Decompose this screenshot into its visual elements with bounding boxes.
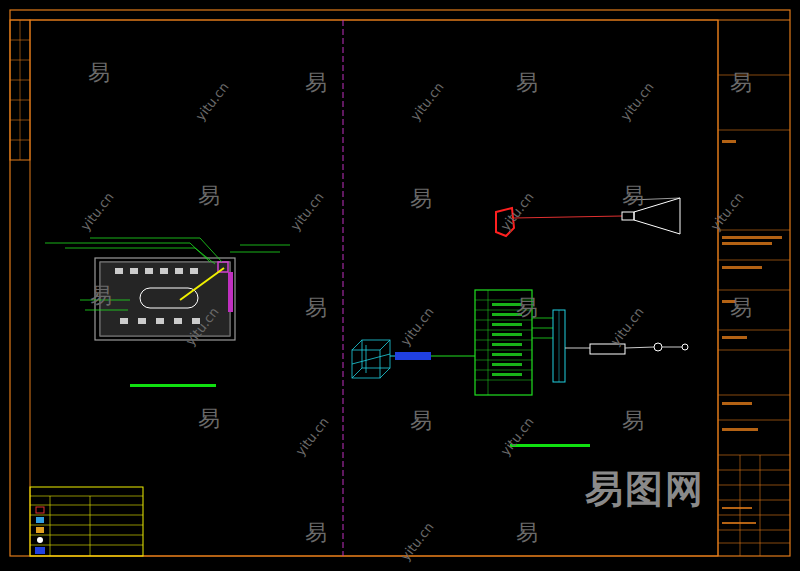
watermark: yitu.cn <box>293 415 330 458</box>
watermark: 易 <box>198 185 220 207</box>
watermark: yitu.cn <box>408 80 445 123</box>
watermark: 易 <box>730 72 752 94</box>
watermark: 易 <box>516 72 538 94</box>
watermark: 易 <box>410 188 432 210</box>
watermark: 易 <box>88 62 110 84</box>
watermark: yitu.cn <box>193 80 230 123</box>
watermark: 易 <box>305 297 327 319</box>
watermark: yitu.cn <box>608 305 645 348</box>
watermark: 易 <box>198 408 220 430</box>
watermark: yitu.cn <box>708 190 745 233</box>
watermark: yitu.cn <box>618 80 655 123</box>
watermark: 易 <box>516 522 538 544</box>
watermark: 易 <box>90 285 112 307</box>
watermark: 易 <box>305 522 327 544</box>
watermark: yitu.cn <box>288 190 325 233</box>
watermark: 易 <box>730 297 752 319</box>
watermark: yitu.cn <box>498 190 535 233</box>
watermark: 易 <box>622 185 644 207</box>
watermark: yitu.cn <box>398 305 435 348</box>
watermark-logo: 易图网 <box>585 470 705 508</box>
watermark: yitu.cn <box>183 305 220 348</box>
watermark: 易 <box>516 297 538 319</box>
watermark: 易 <box>622 410 644 432</box>
watermark: yitu.cn <box>498 415 535 458</box>
watermark: 易 <box>305 72 327 94</box>
watermark: yitu.cn <box>78 190 115 233</box>
watermark: 易 <box>410 410 432 432</box>
watermark: yitu.cn <box>398 520 435 563</box>
